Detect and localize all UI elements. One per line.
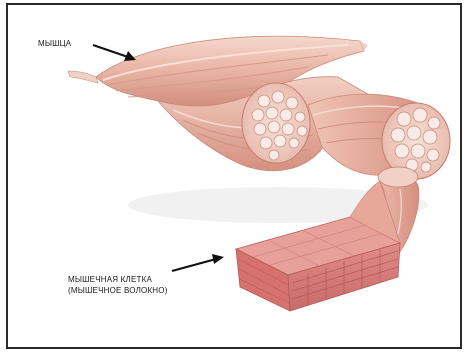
muscle-cell-label: МЫШЕЧНАЯ КЛЕТКА bbox=[68, 274, 152, 285]
muscle-label: МЫШЦА bbox=[38, 38, 71, 49]
diagram-frame: МЫШЦА МЫШЕЧНАЯ КЛЕТКА (МЫШЕЧНОЕ ВОЛОКНО) bbox=[6, 3, 462, 349]
fascicle-cross-section bbox=[242, 83, 310, 163]
muscle-pointer-arrow bbox=[93, 45, 136, 61]
muscle-fiber-label: (МЫШЕЧНОЕ ВОЛОКНО) bbox=[68, 285, 168, 296]
muscle-cell-block bbox=[236, 217, 400, 311]
muscle-structure-illustration bbox=[8, 5, 462, 349]
cell-pointer-arrow bbox=[172, 254, 224, 271]
